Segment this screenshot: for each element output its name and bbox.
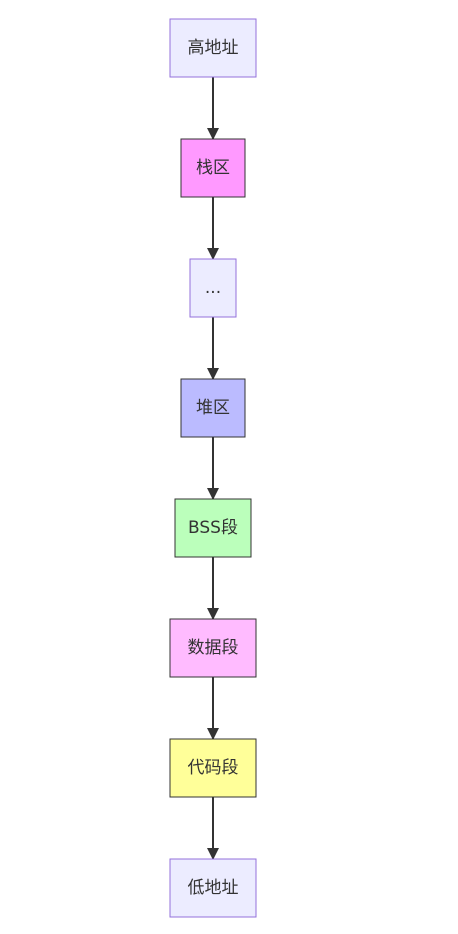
node-label-stack: 栈区: [196, 158, 230, 178]
node-label-ellipsis: ...: [205, 278, 221, 298]
node-heap: 堆区: [180, 378, 246, 438]
node-label-data: 数据段: [188, 638, 239, 658]
node-box-high: [169, 18, 257, 78]
node-label-code: 代码段: [188, 758, 239, 778]
node-low: 低地址: [169, 858, 257, 918]
node-box-heap: [180, 378, 246, 438]
node-box-low: [169, 858, 257, 918]
node-label-low: 低地址: [188, 878, 239, 898]
node-box-data: [169, 618, 257, 678]
node-label-heap: 堆区: [196, 398, 230, 418]
node-ellipsis: ...: [189, 258, 237, 318]
node-box-stack: [180, 138, 246, 198]
node-stack: 栈区: [180, 138, 246, 198]
node-label-bss: BSS段: [188, 518, 238, 538]
node-data: 数据段: [169, 618, 257, 678]
node-bss: BSS段: [174, 498, 252, 558]
node-high: 高地址: [169, 18, 257, 78]
node-box-bss: [174, 498, 252, 558]
node-label-high: 高地址: [188, 38, 239, 58]
node-box-ellipsis: [189, 258, 237, 318]
node-box-code: [169, 738, 257, 798]
node-code: 代码段: [169, 738, 257, 798]
